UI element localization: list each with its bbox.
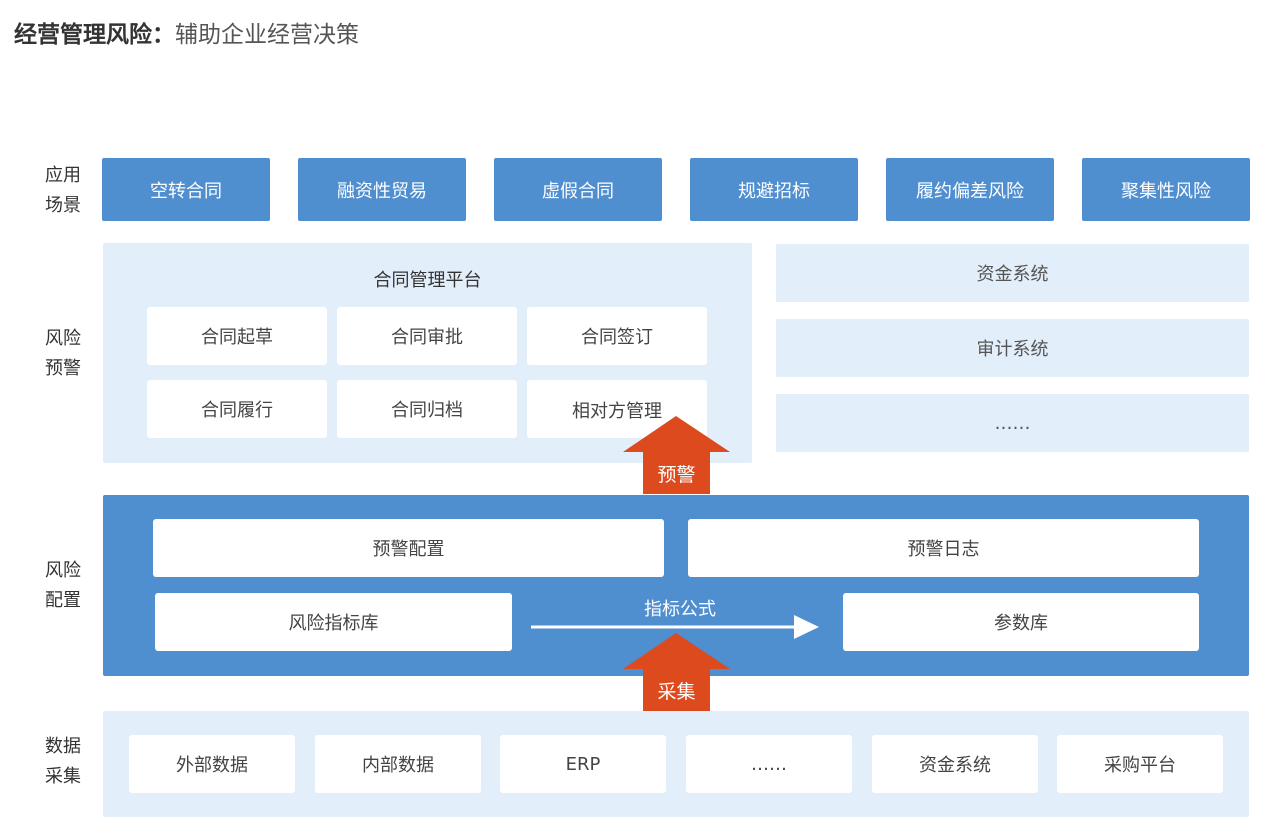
contract-item: 合同签订 [527,307,707,365]
row-label-line: 配置 [45,590,81,611]
contract-item: 合同归档 [337,380,517,438]
row-label-warning: 风险 预警 [34,324,92,384]
title-subtitle: 辅助企业经营决策 [175,22,359,48]
row-label-line: 风险 [45,560,81,581]
scene-box: 虚假合同 [494,158,662,221]
config-box: 预警日志 [688,519,1199,577]
data-source-box: 外部数据 [129,735,295,793]
parameter-library: 参数库 [843,593,1199,651]
collect-arrow-label: 采集 [657,680,696,703]
title-bold: 经营管理风险： [14,22,175,48]
contract-item: 合同履行 [147,380,327,438]
row-label-application: 应用 场景 [34,161,92,221]
row-label-config: 风险 配置 [34,556,92,616]
warning-arrow-icon [623,416,730,494]
config-box: 预警配置 [153,519,664,577]
collect-arrow-shape [623,633,730,711]
scene-box: 聚集性风险 [1082,158,1250,221]
side-system-box: 资金系统 [776,244,1249,302]
warning-arrow-shape [623,416,730,494]
row-label-line: 风险 [45,328,81,349]
formula-arrow [531,615,819,639]
warning-arrow-label: 预警 [657,463,696,486]
scene-box: 履约偏差风险 [886,158,1054,221]
row-label-line: 应用 [45,165,81,186]
data-source-box: 资金系统 [872,735,1038,793]
side-system-box: …… [776,394,1249,452]
formula-label: 指标公式 [644,599,716,620]
row-label-line: 数据 [45,736,81,757]
contract-item: 合同审批 [337,307,517,365]
data-source-box: ERP [500,735,666,793]
row-label-line: 预警 [45,358,81,379]
data-source-box: 采购平台 [1057,735,1223,793]
scene-box: 规避招标 [690,158,858,221]
contract-platform-title: 合同管理平台 [373,270,482,291]
formula-arrow-head [794,615,819,639]
side-system-box: 审计系统 [776,319,1249,377]
scene-box: 融资性贸易 [298,158,466,221]
data-source-box: …… [686,735,852,793]
scene-box: 空转合同 [102,158,270,221]
collect-arrow-icon [623,633,730,711]
row-label-collection: 数据 采集 [34,732,92,792]
data-source-box: 内部数据 [315,735,481,793]
contract-item: 合同起草 [147,307,327,365]
row-label-line: 采集 [45,766,81,787]
page-title: 经营管理风险：辅助企业经营决策 [14,18,359,52]
risk-index-library: 风险指标库 [155,593,512,651]
row-label-line: 场景 [45,195,81,216]
